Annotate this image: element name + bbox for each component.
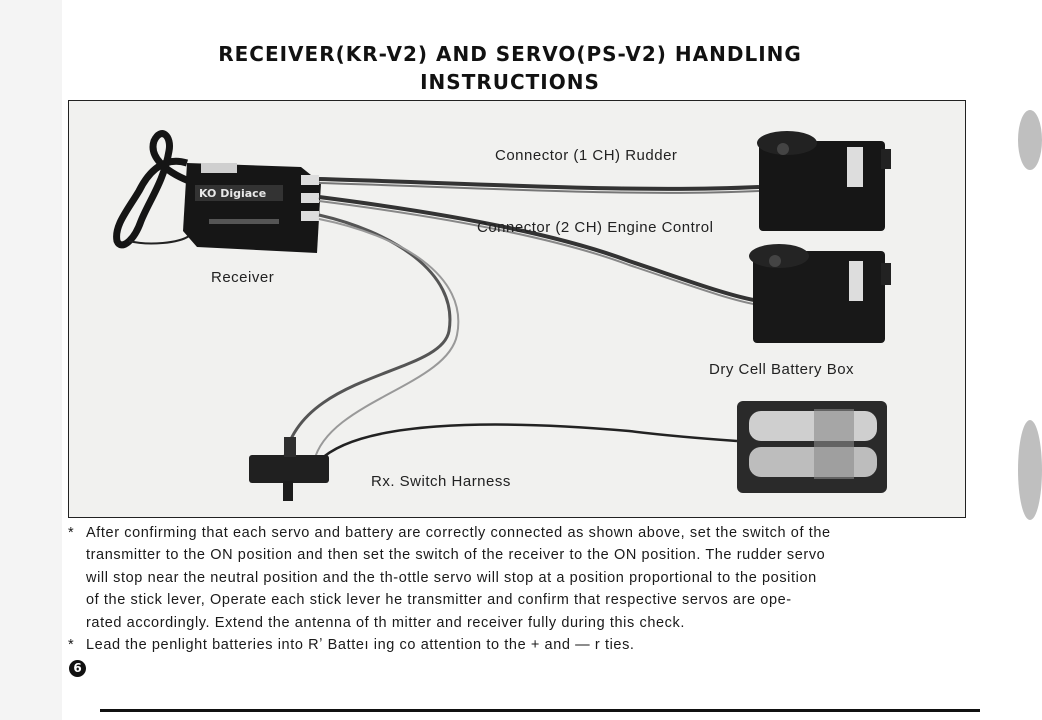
equipment-photo: KO Digiace [68,100,966,518]
receiver-unit: KO Digiace [183,163,321,253]
instruction-paragraph-1: * After confirming that each servo and b… [68,522,968,634]
text-line: After confirming that each servo and bat… [86,525,831,541]
text-line: Lead the penlight batteries into Rʼ Batt… [86,637,635,654]
wire-switch-2 [313,218,460,462]
label-switch-harness: Rx. Switch Harness [371,473,511,490]
label-connector-1ch: Connector (1 CH) Rudder [495,147,678,164]
label-battery-box: Dry Cell Battery Box [709,361,855,378]
wire-ch1 [318,177,760,191]
wire-ch1-b [318,182,760,194]
wire-ch2-b [318,200,760,306]
instruction-paragraph-2: * Lead the penlight batteries into Rʼ Ba… [68,634,968,656]
page-number: 6 [69,660,86,677]
page-title-line2: INSTRUCTIONS [420,70,600,94]
text-line: will stop near the neutral position and … [86,569,817,586]
text-line: of the stick lever, Operate each stick l… [86,592,792,609]
antenna-coil [113,130,191,249]
antenna-wire [128,235,190,245]
bullet-mark: * [68,525,75,541]
label-connector-2ch: Connector (2 CH) Engine Control [477,219,714,236]
dry-cell-battery-box [737,401,887,493]
bottom-rule [100,709,980,712]
page-margin-shade [0,0,62,720]
switch-harness-body [249,437,329,501]
servo-rudder [757,131,891,231]
equipment-illustration: KO Digiace [113,130,891,501]
wire-battery [318,423,738,462]
servo-engine-control [749,244,891,343]
page-title: RECEIVER(KR-V2) AND SERVO(PS-V2) HANDLIN… [218,42,802,66]
scan-smudge [1018,420,1042,520]
text-line: transmitter to the ON position and then … [86,547,826,564]
scan-smudge [1018,110,1042,170]
wire-ch2 [318,195,760,303]
receiver-brand-label: KO Digiace [199,187,266,200]
text-line: rated accordingly. Extend the antenna of… [86,614,685,631]
instructions-text: * After confirming that each servo and b… [68,522,968,656]
bullet-mark: * [68,637,75,654]
label-receiver: Receiver [211,269,275,286]
